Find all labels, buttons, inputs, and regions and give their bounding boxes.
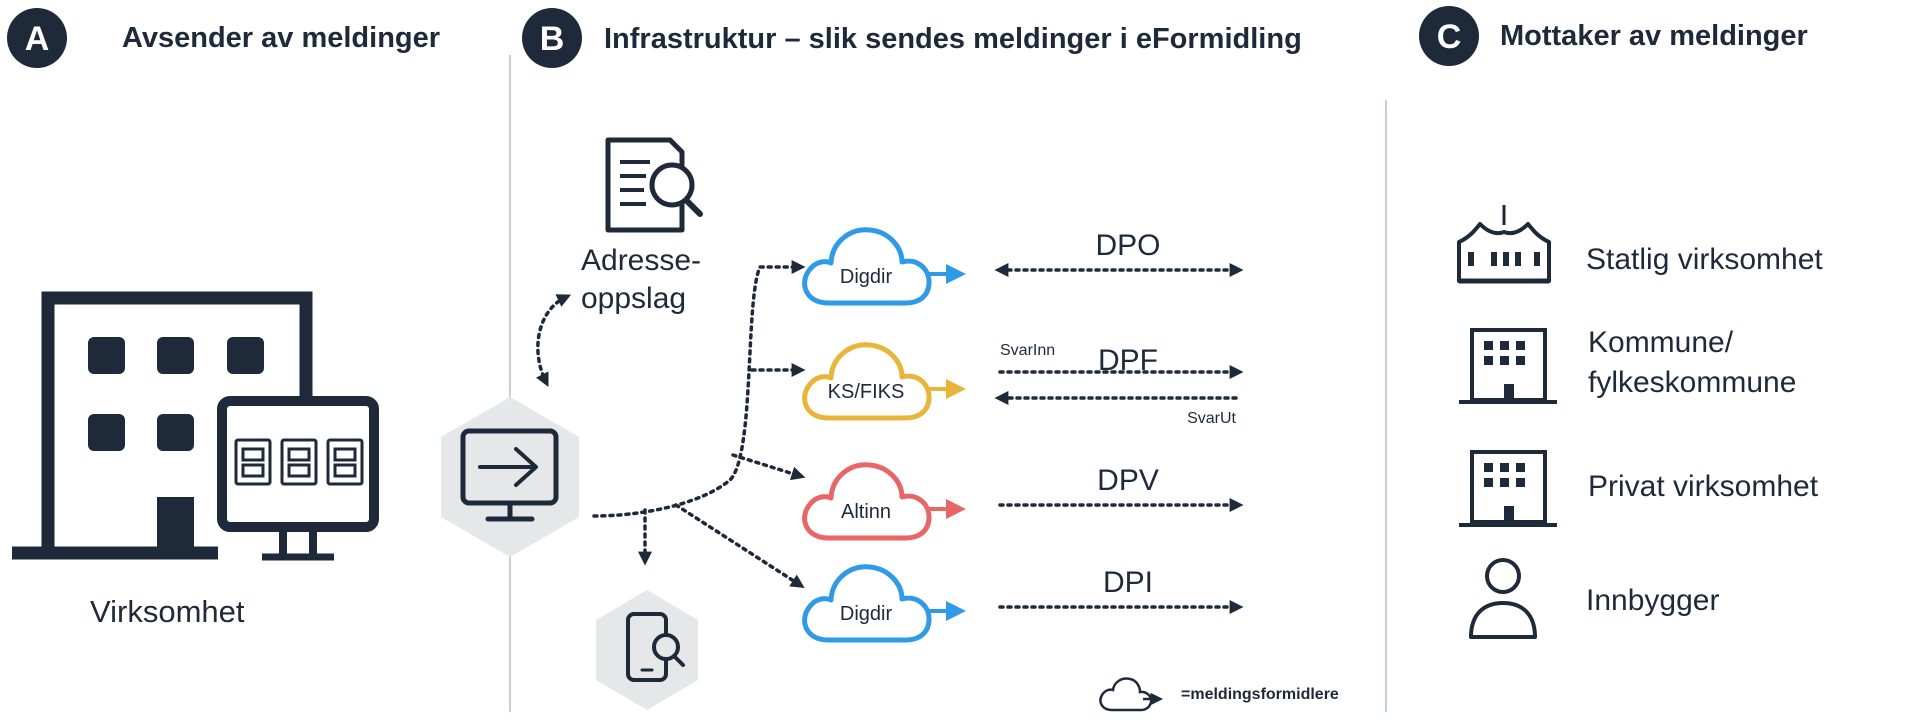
section-c-title: Mottaker av meldinger: [1500, 20, 1808, 52]
receiver-label: fylkeskommune: [1588, 366, 1796, 399]
return-label: SvarUt: [1187, 410, 1236, 427]
hub-hexagon: [441, 397, 579, 557]
sender-label: Virksomhet: [90, 594, 245, 629]
cloud-label: Altinn: [841, 501, 891, 523]
address-lookup-label-line1: Adresse-: [581, 244, 701, 277]
cloud-label: Digdir: [840, 266, 893, 288]
cloud-icon: [802, 342, 932, 421]
person-icon: [1469, 558, 1537, 639]
channel-row-dpv: Altinn DPV: [802, 462, 1244, 541]
cloud-label: Digdir: [840, 603, 893, 625]
cloud-icon: [802, 462, 932, 541]
receiver-label: Statlig virksomhet: [1586, 243, 1823, 276]
section-a-header: A Avsender av meldinger: [7, 8, 440, 68]
receiver-label: Innbygger: [1586, 584, 1719, 617]
channel-name: DPV: [1097, 464, 1159, 497]
archive-monitor-icon: [217, 396, 379, 561]
section-c-letter: C: [1437, 18, 1462, 56]
section-b-badge: [522, 8, 582, 68]
channel-name: DPI: [1103, 566, 1153, 599]
send-label: SvarInn: [1000, 342, 1055, 359]
cloud-icon: [802, 564, 932, 643]
section-a-badge: [7, 8, 67, 68]
section-a-title: Avsender av meldinger: [122, 22, 440, 54]
cloud-label: KS/FIKS: [828, 381, 905, 403]
legend-cloud-icon: [1099, 677, 1153, 712]
office-building-icon: [1459, 328, 1557, 404]
channel-row-dpi: Digdir DPI: [802, 564, 1244, 643]
cloud-icon: [802, 227, 932, 306]
channels: DigdirDPOKS/FIKSDPFSvarInnSvarUtAltinnDP…: [802, 227, 1244, 643]
section-b-title: Infrastruktur – slik sendes meldinger i …: [604, 23, 1302, 55]
receiver-label: Privat virksomhet: [1588, 470, 1819, 503]
lookup-exchange-arrow: [535, 294, 572, 388]
connector-to-dpi: [674, 503, 805, 589]
document-search-icon: [605, 137, 703, 233]
section-c-header: C Mottaker av meldinger: [1419, 6, 1808, 66]
building-icon: [12, 291, 313, 560]
office-building-icon: [1459, 450, 1557, 527]
monitor-arrow-icon: [460, 428, 559, 522]
legend: =meldingsformidlere: [1099, 677, 1339, 712]
channel-row-dpo: Digdir DPO: [802, 227, 1244, 306]
section-c-badge: [1419, 6, 1479, 66]
government-building-icon: [1457, 205, 1551, 284]
mobile-lookup-hexagon: [596, 590, 698, 710]
mobile-search-icon: [626, 612, 685, 682]
receiver-label: Kommune/: [1588, 326, 1734, 359]
connector-to-dpv: [731, 453, 806, 481]
connector-to-dpo: [592, 260, 806, 518]
hub-connectors: [592, 260, 806, 589]
legend-label: =meldingsformidlere: [1181, 686, 1339, 703]
section-b-letter: B: [540, 20, 565, 58]
section-b-header: B Infrastruktur – slik sendes meldinger …: [522, 8, 1302, 68]
channel-name: DPO: [1095, 229, 1160, 262]
address-lookup-label-line2: oppslag: [581, 282, 686, 315]
section-a-letter: A: [25, 20, 50, 58]
